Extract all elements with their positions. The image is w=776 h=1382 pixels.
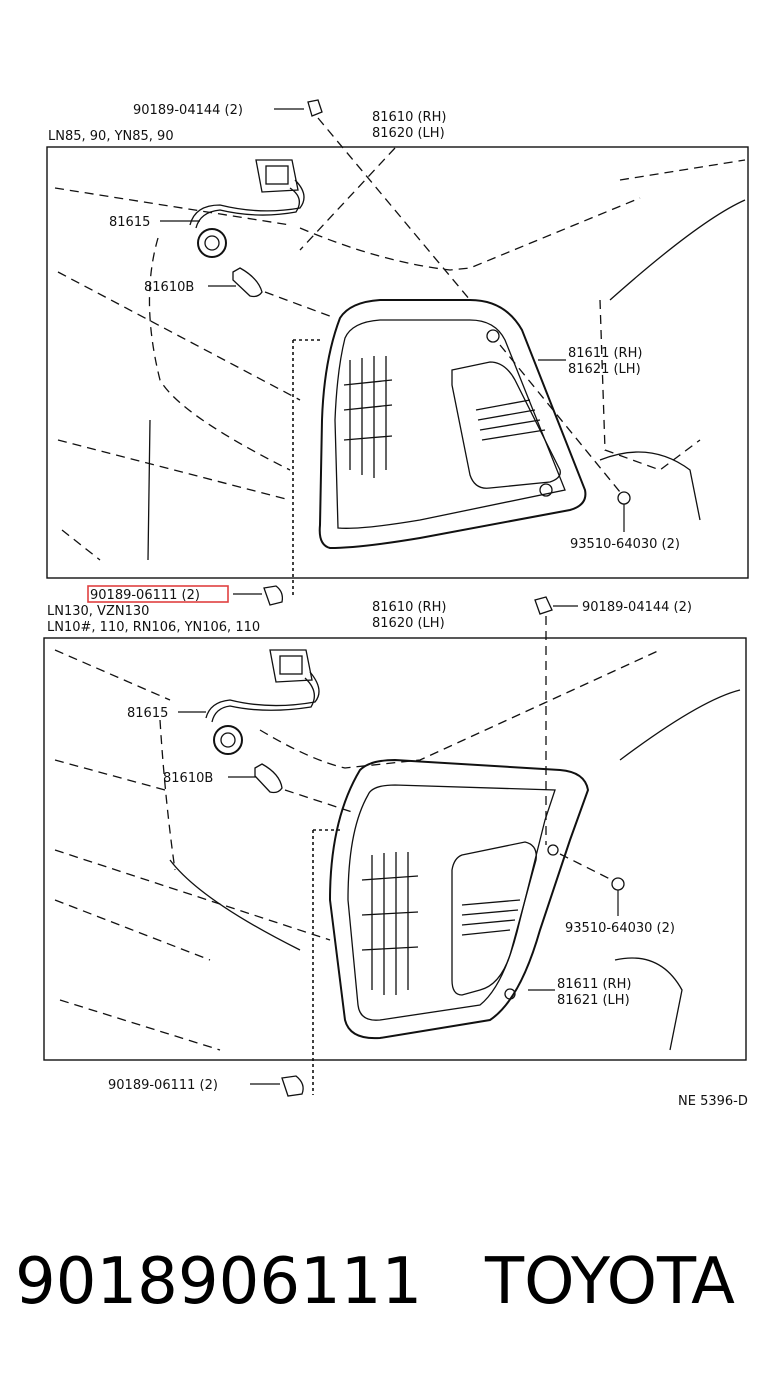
lower-nut — [559, 853, 625, 891]
upper-lens-rh-label: 81611 (RH) — [568, 346, 642, 361]
lower-socket-label: 81615 — [127, 706, 168, 721]
highlighted-screw-icon — [263, 585, 284, 606]
lower-screw-top-label: 90189-04144 (2) — [582, 600, 692, 615]
upper-section: 90189-04144 (2) 81610 (RH) 81620 (LH) LN… — [46, 99, 749, 598]
highlighted-part-label[interactable]: 90189-06111 (2) — [90, 588, 200, 603]
upper-models-label: LN85, 90, YN85, 90 — [48, 129, 174, 144]
lower-socket-assembly — [205, 649, 320, 755]
upper-lens-clip-bottom — [539, 483, 553, 497]
lower-section: LN130, VZN130 LN10#, 110, RN106, YN106, … — [43, 596, 747, 1097]
drawing-code: NE 5396-D — [678, 1094, 748, 1109]
lower-bulb — [254, 763, 353, 813]
lower-models-line1: LN130, VZN130 — [47, 604, 149, 619]
upper-lens-window — [451, 361, 561, 489]
upper-screw-path — [292, 339, 322, 598]
lower-screw-bottom-label: 90189-06111 (2) — [108, 1078, 218, 1093]
upper-lens-lh-label: 81621 (LH) — [568, 362, 641, 377]
upper-bulb — [232, 267, 336, 319]
lower-models-line2: LN10#, 110, RN106, YN106, 110 — [47, 620, 260, 635]
upper-lens-ribs — [343, 356, 546, 478]
upper-lamp-housing — [318, 299, 587, 550]
lower-bulb-label: 81610B — [163, 771, 213, 786]
upper-lens-clip-top — [486, 329, 500, 343]
upper-socket-label: 81615 — [109, 215, 150, 230]
upper-bulb-label: 81610B — [144, 280, 194, 295]
footer-brand: TOYOTA — [484, 1245, 735, 1319]
lower-lamp-housing — [328, 758, 590, 1040]
lower-screw-top-icon — [534, 596, 553, 615]
lower-screw-path — [312, 829, 340, 1095]
lower-fender-line — [169, 689, 741, 1051]
lower-lamp-lh-label: 81620 (LH) — [372, 616, 445, 631]
upper-body-outline — [54, 159, 746, 561]
highlight-box — [87, 585, 229, 603]
lower-lens-ribs — [361, 852, 521, 995]
lower-body-outline — [54, 649, 661, 1051]
lower-lamp-inner — [347, 784, 556, 1021]
lower-frame — [43, 637, 747, 1061]
lower-lens-rh-label: 81611 (RH) — [557, 977, 631, 992]
footer-part-number: 9018906111 — [15, 1245, 422, 1319]
lower-lens-clip-2 — [504, 988, 516, 1000]
lower-screw-bottom-icon — [281, 1075, 304, 1097]
upper-nut-label: 93510-64030 (2) — [570, 537, 680, 552]
lower-nut-label: 93510-64030 (2) — [565, 921, 675, 936]
upper-lamp-lh-label: 81620 (LH) — [372, 126, 445, 141]
lower-lens-lh-label: 81621 (LH) — [557, 993, 630, 1008]
lower-lens-window — [451, 841, 537, 996]
highlighted-part[interactable]: 90189-06111 (2) — [87, 585, 284, 606]
upper-lamp-rh-label: 81610 (RH) — [372, 110, 446, 125]
upper-fender-line — [147, 199, 746, 561]
upper-lamp-inner — [334, 319, 566, 529]
upper-socket-assembly — [189, 159, 305, 258]
upper-frame — [46, 146, 749, 579]
lower-lamp-rh-label: 81610 (RH) — [372, 600, 446, 615]
upper-screw-top-label: 90189-04144 (2) — [133, 103, 243, 118]
lower-lens-clip — [547, 844, 559, 856]
upper-screw-top — [299, 99, 471, 301]
